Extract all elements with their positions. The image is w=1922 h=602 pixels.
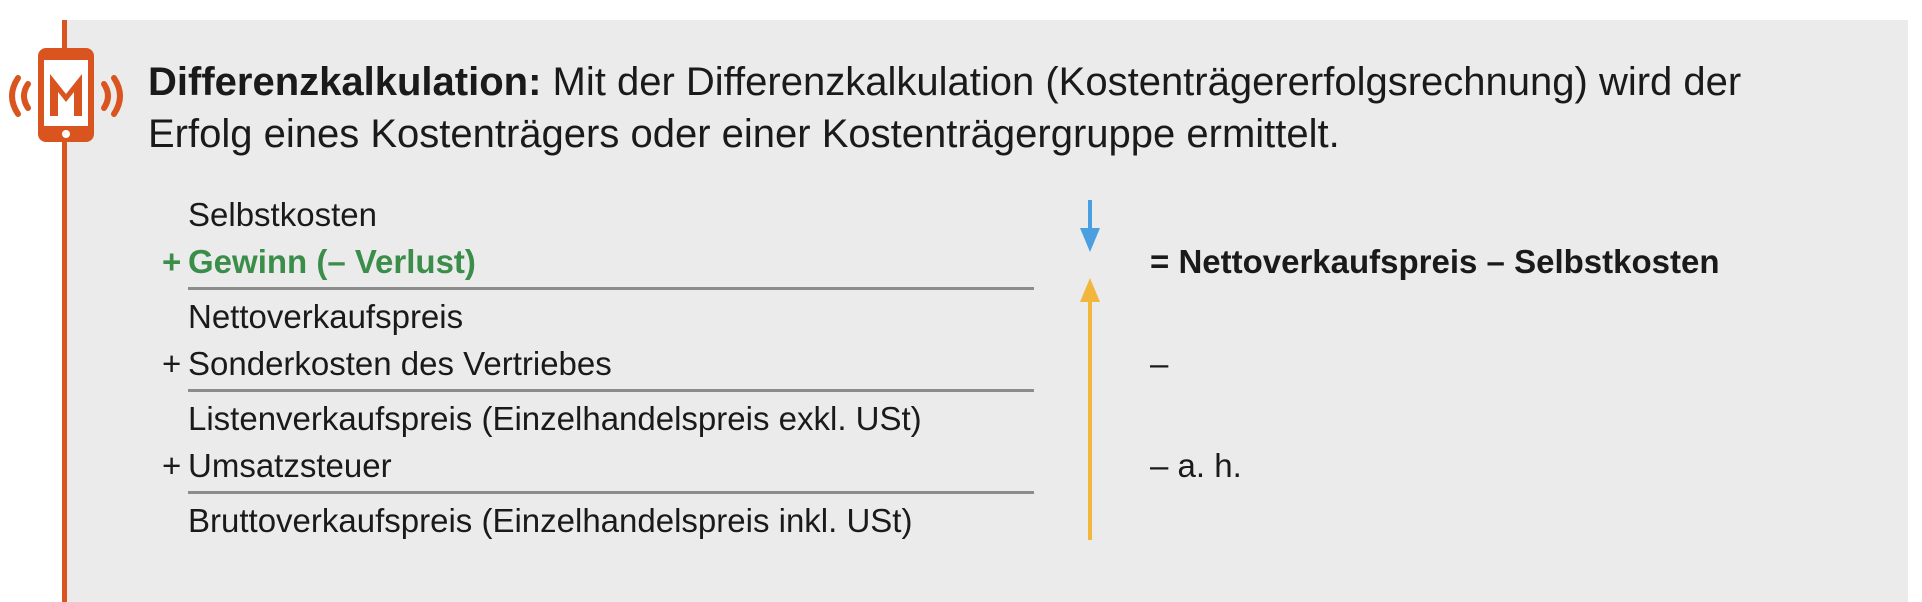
mobile-m-signal-icon — [9, 48, 123, 142]
sum-divider — [188, 287, 1034, 290]
row-label: Selbstkosten — [188, 196, 377, 233]
sum-divider — [188, 389, 1034, 392]
row-sign: + — [162, 345, 182, 382]
row-label: Umsatzsteuer — [188, 447, 392, 484]
row-sign: + — [162, 447, 182, 484]
gewinn-formula: = Nettoverkaufspreis – Selbstkosten — [1150, 243, 1720, 280]
sonderkosten-note: – — [1150, 345, 1169, 382]
sum-divider — [188, 491, 1034, 494]
accent-bar — [62, 20, 67, 602]
row-label: Bruttoverkaufspreis (Einzelhandelspreis … — [188, 502, 913, 539]
calculation-direction-arrows — [1080, 200, 1100, 540]
umsatzsteuer-note: – a. h. — [1150, 447, 1242, 484]
row-label: Gewinn (– Verlust) — [188, 243, 476, 280]
row-sign: + — [162, 243, 182, 280]
arrow-up-icon — [1080, 278, 1100, 540]
row-label: Nettoverkaufspreis — [188, 298, 464, 335]
intro-term: Differenzkalkulation: — [148, 60, 542, 104]
intro-text: Mit der Differenzkalkulation (Kostenträg… — [148, 60, 1742, 156]
info-panel — [64, 20, 1908, 602]
arrow-down-icon — [1080, 200, 1100, 252]
row-label: Sonderkosten des Vertriebes — [188, 345, 612, 382]
row-label: Listenverkaufspreis (Einzelhandelspreis … — [188, 400, 922, 437]
intro-paragraph: Differenzkalkulation: Mit der Differenzk… — [148, 56, 1848, 160]
